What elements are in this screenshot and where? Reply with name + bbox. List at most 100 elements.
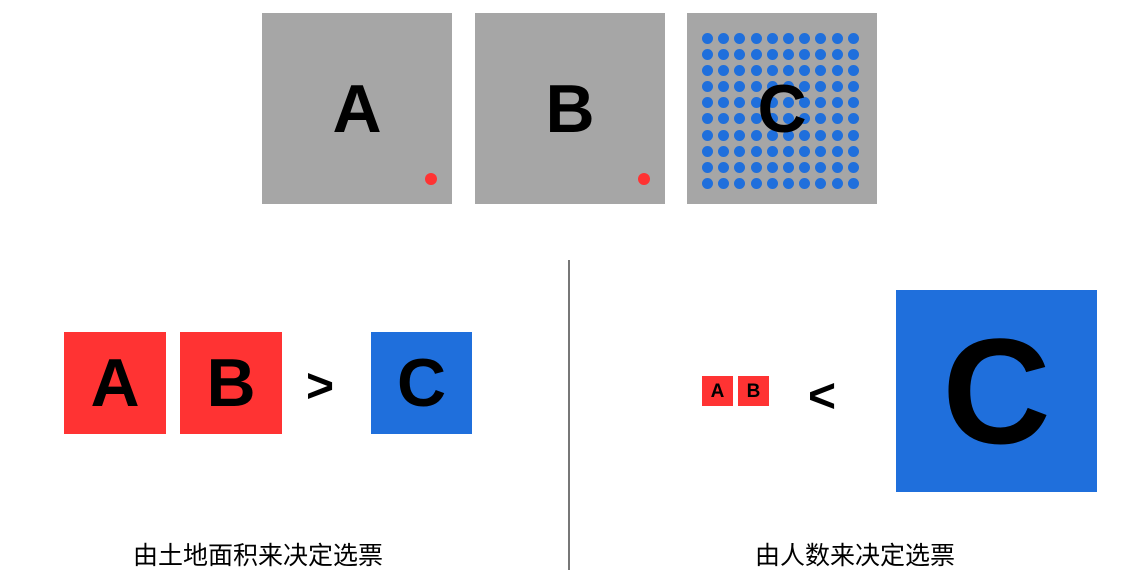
- population-dot: [734, 145, 746, 157]
- population-dot: [750, 129, 762, 141]
- population-dot: [702, 65, 713, 77]
- population-dot: [831, 97, 843, 109]
- population-dot: [702, 177, 713, 189]
- population-dot: [734, 49, 746, 61]
- population-dot: [702, 129, 713, 141]
- population-dot: [847, 145, 859, 157]
- population-dot: [766, 97, 778, 109]
- population-dot: [782, 145, 794, 157]
- region-b: B: [475, 13, 665, 204]
- population-dot: [734, 177, 746, 189]
- population-dot: [799, 65, 811, 77]
- population-dot: [718, 177, 730, 189]
- region-b-person-dot: [638, 173, 650, 185]
- population-dot: [815, 145, 827, 157]
- population-dot: [718, 65, 730, 77]
- population-dot: [718, 49, 730, 61]
- population-dot: [718, 97, 730, 109]
- region-b-label: B: [545, 70, 595, 147]
- population-dot: [782, 161, 794, 173]
- right-box-b: B: [738, 376, 769, 406]
- population-dot: [734, 97, 746, 109]
- population-dot: [766, 129, 778, 141]
- population-dot: [766, 177, 778, 189]
- population-dot: [718, 145, 730, 157]
- region-c-population-dots: [702, 33, 859, 189]
- region-a: A: [262, 13, 452, 204]
- region-c-label: C: [757, 70, 807, 147]
- population-dot: [799, 113, 811, 125]
- population-dot: [702, 33, 713, 44]
- population-dot: [702, 113, 713, 125]
- region-c: C: [687, 13, 877, 204]
- population-dot: [831, 113, 843, 125]
- population-dot: [734, 65, 746, 77]
- population-dot: [831, 161, 843, 173]
- population-dot: [815, 49, 827, 61]
- population-dot: [815, 177, 827, 189]
- population-dot: [799, 177, 811, 189]
- right-box-c: C: [896, 290, 1097, 492]
- region-a-label: A: [332, 70, 382, 147]
- population-dot: [799, 33, 811, 44]
- population-dot: [831, 33, 843, 44]
- population-dot: [847, 97, 859, 109]
- population-dot: [766, 65, 778, 77]
- population-dot: [799, 161, 811, 173]
- population-dot: [847, 65, 859, 77]
- left-operator: >: [306, 360, 335, 413]
- population-dot: [831, 145, 843, 157]
- population-dot: [847, 49, 859, 61]
- population-dot: [847, 129, 859, 141]
- population-dot: [750, 81, 762, 93]
- population-dot: [734, 129, 746, 141]
- population-dot: [750, 65, 762, 77]
- population-dot: [718, 33, 730, 44]
- population-dot: [750, 49, 762, 61]
- population-dot: [718, 81, 730, 93]
- population-dot: [847, 81, 859, 93]
- population-dot: [815, 33, 827, 44]
- population-dot: [782, 129, 794, 141]
- population-dot: [750, 97, 762, 109]
- population-dot: [815, 113, 827, 125]
- left-caption: 由土地面积来决定选票: [133, 541, 384, 570]
- population-dot: [782, 113, 794, 125]
- population-dot: [734, 33, 746, 44]
- population-dot: [799, 145, 811, 157]
- population-dot: [847, 161, 859, 173]
- population-dot: [831, 129, 843, 141]
- population-dot: [831, 65, 843, 77]
- population-dot: [847, 177, 859, 189]
- population-dot: [766, 33, 778, 44]
- population-dot: [750, 33, 762, 44]
- population-dot: [734, 81, 746, 93]
- population-dot: [766, 145, 778, 157]
- left-box-c: C: [371, 332, 472, 434]
- panel-divider: [568, 260, 570, 570]
- population-dot: [702, 145, 713, 157]
- population-dot: [782, 81, 794, 93]
- population-dot: [815, 129, 827, 141]
- left-box-b: B: [180, 332, 282, 434]
- population-dot: [782, 177, 794, 189]
- population-dot: [782, 65, 794, 77]
- population-dot: [734, 113, 746, 125]
- population-dot: [766, 113, 778, 125]
- population-dot: [847, 113, 859, 125]
- population-dot: [782, 33, 794, 44]
- population-dot: [815, 81, 827, 93]
- population-dot: [766, 161, 778, 173]
- population-dot: [799, 97, 811, 109]
- population-dot: [718, 129, 730, 141]
- population-dot: [750, 177, 762, 189]
- population-dot: [847, 33, 859, 44]
- population-dot: [799, 129, 811, 141]
- population-dot: [766, 49, 778, 61]
- population-dot: [702, 161, 713, 173]
- region-a-person-dot: [425, 173, 437, 185]
- population-dot: [799, 49, 811, 61]
- population-dot: [750, 161, 762, 173]
- population-dot: [815, 161, 827, 173]
- population-dot: [815, 65, 827, 77]
